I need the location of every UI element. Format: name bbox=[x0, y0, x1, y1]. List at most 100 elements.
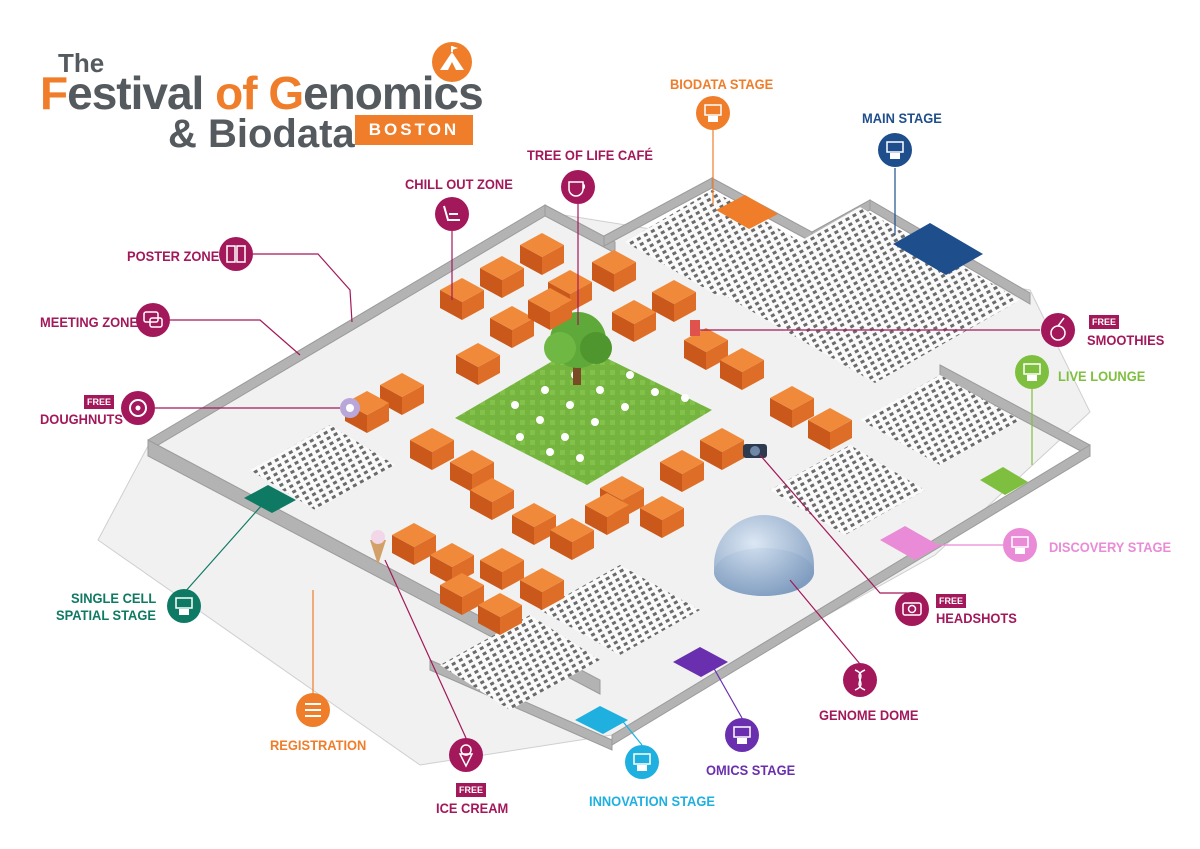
booth-side bbox=[450, 462, 472, 492]
booth-side bbox=[614, 262, 636, 292]
booth-side bbox=[706, 340, 728, 370]
booth-side bbox=[480, 560, 502, 590]
booth-side bbox=[462, 290, 484, 320]
label-omics-stage: OMICS STAGE bbox=[706, 762, 796, 778]
doughnuts-free-badge: FREE bbox=[84, 395, 115, 409]
booth-side bbox=[660, 462, 682, 492]
booth-side bbox=[512, 318, 534, 348]
booth-side bbox=[440, 290, 462, 320]
label-poster-zone: POSTER ZONE bbox=[127, 248, 220, 264]
logo-of: of bbox=[215, 67, 269, 119]
genome-dome bbox=[714, 515, 814, 596]
booth-top bbox=[490, 306, 534, 330]
booth-top bbox=[652, 280, 696, 304]
headshots-free-badge: FREE bbox=[936, 594, 967, 608]
booth-top bbox=[520, 233, 564, 257]
booth-top bbox=[592, 250, 636, 274]
poster-zone-marker bbox=[219, 237, 253, 271]
main-stage-marker bbox=[878, 133, 912, 167]
label-smoothies: SMOOTHIES bbox=[1087, 332, 1165, 348]
booth-top bbox=[660, 450, 704, 474]
smoothie-cup bbox=[690, 320, 700, 336]
booth-top bbox=[512, 503, 556, 527]
smoothies-free-badge: FREE bbox=[1089, 315, 1120, 329]
booth-side bbox=[414, 535, 436, 565]
label-discovery-stage: DISCOVERY STAGE bbox=[1049, 539, 1172, 555]
booth-side bbox=[570, 282, 592, 312]
label-registration: REGISTRATION bbox=[270, 737, 367, 753]
label-headshots: HEADSHOTS bbox=[936, 610, 1017, 626]
discovery-stage-marker bbox=[1003, 528, 1037, 562]
booth-side bbox=[367, 403, 389, 433]
label-ice-cream: ICE CREAM bbox=[436, 800, 509, 816]
booth-side bbox=[502, 560, 524, 590]
booth-top bbox=[770, 386, 814, 410]
genome-dome-marker bbox=[843, 663, 877, 697]
booth-side bbox=[430, 555, 452, 585]
booth-top bbox=[612, 300, 656, 324]
booth-top bbox=[600, 476, 644, 500]
booth-side bbox=[472, 462, 494, 492]
live-lounge-platform bbox=[980, 467, 1028, 495]
discovery-stage-platform bbox=[880, 526, 940, 560]
label-biodata-stage: BIODATA STAGE bbox=[670, 76, 774, 92]
live-lounge-seating bbox=[860, 375, 1020, 465]
booth-side bbox=[585, 505, 607, 535]
booth-side bbox=[480, 268, 502, 298]
ice-cream-marker bbox=[449, 738, 483, 772]
meeting-zone-marker bbox=[136, 303, 170, 337]
booth-top bbox=[520, 568, 564, 592]
label-single-cell-line2: SPATIAL STAGE bbox=[56, 607, 156, 623]
booth-side bbox=[592, 262, 614, 292]
logo-the: The bbox=[58, 48, 105, 78]
live-lounge-marker bbox=[1015, 355, 1049, 389]
logo-title-line: Festival of Genomics bbox=[40, 66, 484, 120]
single-cell-stage-platform bbox=[244, 485, 296, 513]
headshots-marker bbox=[895, 592, 929, 626]
registration-marker bbox=[296, 693, 330, 727]
booth-side bbox=[634, 312, 656, 342]
main-stage-seating bbox=[715, 207, 1020, 383]
label-single-cell-line1: SINGLE CELL bbox=[71, 590, 157, 606]
biodata-stage-platform bbox=[716, 195, 778, 229]
booth-top bbox=[430, 543, 474, 567]
booth-side bbox=[520, 245, 542, 275]
booth-side bbox=[502, 268, 524, 298]
booth-top bbox=[550, 518, 594, 542]
booth-side bbox=[674, 292, 696, 322]
cafe-lawn bbox=[455, 345, 712, 485]
booth-side bbox=[456, 355, 478, 385]
booth-top bbox=[808, 408, 852, 432]
booth-side bbox=[440, 585, 462, 615]
booth-side bbox=[652, 292, 674, 322]
ice-cream-cone bbox=[370, 540, 386, 565]
booth-side bbox=[500, 605, 522, 635]
cafe-marker bbox=[561, 170, 595, 204]
booth-side bbox=[792, 398, 814, 428]
booth-side bbox=[478, 355, 500, 385]
booth-side bbox=[520, 580, 542, 610]
omics-stage-marker bbox=[725, 718, 759, 752]
booth-side bbox=[478, 605, 500, 635]
booth-top bbox=[585, 493, 629, 517]
booth-top bbox=[450, 450, 494, 474]
booth-top bbox=[548, 270, 592, 294]
booth-side bbox=[742, 360, 764, 390]
innovation-stage-seating bbox=[440, 615, 600, 710]
booth-top bbox=[478, 593, 522, 617]
doughnuts-marker bbox=[121, 391, 155, 425]
label-doughnuts: DOUGHNUTS bbox=[40, 411, 124, 427]
booth-top bbox=[440, 573, 484, 597]
booth-side bbox=[720, 360, 742, 390]
booth-top bbox=[470, 478, 514, 502]
booth-top bbox=[720, 348, 764, 372]
booth-side bbox=[462, 585, 484, 615]
label-meeting-zone: MEETING ZONE bbox=[40, 314, 139, 330]
innovation-stage-platform bbox=[575, 706, 628, 734]
booth-top bbox=[480, 256, 524, 280]
booth-side bbox=[380, 385, 402, 415]
label-main-stage: MAIN STAGE bbox=[862, 110, 942, 126]
